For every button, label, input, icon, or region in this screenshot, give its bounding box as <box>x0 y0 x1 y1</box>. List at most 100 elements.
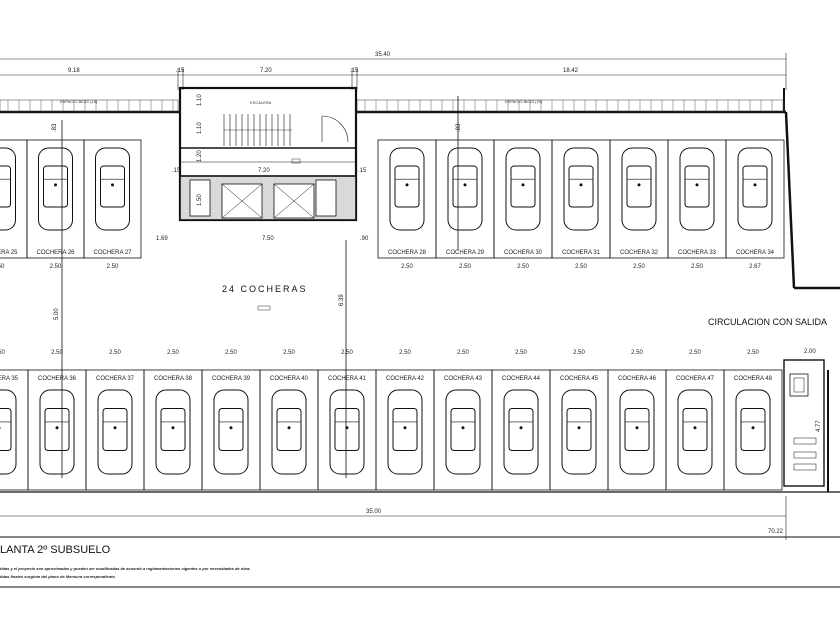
circulation-guides <box>61 96 459 478</box>
dim-circulation-depth: 5.00 <box>54 308 60 320</box>
capacity-symbol <box>257 305 271 311</box>
car-icon <box>621 147 657 231</box>
car-icon <box>445 389 481 475</box>
car-icon <box>679 147 715 231</box>
parking-stall: COCHERA 442.50 <box>491 350 551 491</box>
car-icon <box>38 147 73 231</box>
dim-total-bottom: 35.00 <box>366 509 382 515</box>
stall-label: COCHERA 34 <box>736 250 775 256</box>
car-icon <box>735 389 771 475</box>
stall-label: COCHERA 31 <box>562 250 601 256</box>
parking-stall: COCHERA 33 2.50 <box>667 139 727 270</box>
dim-service-width: 2.00 <box>804 349 816 355</box>
stall-width-dim: 2.50 <box>517 264 529 270</box>
car-icon <box>389 147 425 231</box>
stall-width-dim: 2.50 <box>631 350 643 356</box>
stall-label: COCHERA 30 <box>504 250 543 256</box>
dim-seg-right: 18.42 <box>563 68 579 74</box>
parking-stall: COCHERA 412.50 <box>317 350 377 491</box>
parking-stall: COCHERA 292.50 <box>435 139 495 270</box>
dim-core-bottom: 7.50 <box>262 236 274 242</box>
stall-width-dim: 2.50 <box>633 264 645 270</box>
stall-label: COCHERA 44 <box>502 376 541 382</box>
car-icon <box>329 389 365 475</box>
stall-label: COCHERA 40 <box>270 376 309 382</box>
stall-width-dim: 2.50 <box>341 350 353 356</box>
car-icon <box>619 389 655 475</box>
capacity-label: 24 COCHERAS <box>222 284 308 294</box>
dim-seg-gap2: .15 <box>350 68 359 74</box>
car-icon <box>39 389 75 475</box>
stall-width-dim: 2.50 <box>401 264 413 270</box>
dim-core-h2: 1.10 <box>197 122 203 134</box>
parking-stall: COCHERA 25 2.50 <box>0 139 28 270</box>
stair-treads <box>223 114 292 146</box>
stall-width-dim: 2.50 <box>399 350 411 356</box>
stall-row-top-left: COCHERA 25 2.50 COCHERA 26 2.50 COCHERA 27 2.… <box>0 139 142 270</box>
dim-core-h4: 1.50 <box>197 194 203 206</box>
stall-label: COCHERA 25 <box>0 250 18 256</box>
parking-stall: COCHERA 402.50 <box>259 350 319 491</box>
stall-label: COCHERA 47 <box>676 376 715 382</box>
dim-seg-left: 9.18 <box>68 68 80 74</box>
car-icon <box>271 389 307 475</box>
parking-stall: COCHERA 31 2.50 <box>551 139 611 270</box>
dim-core-left-gap: 1.69 <box>156 236 168 242</box>
car-icon <box>563 147 599 231</box>
stall-width-dim: 2.50 <box>107 264 119 270</box>
car-icon <box>0 147 16 231</box>
parking-stall: COCHERA 46 2.50 <box>607 350 667 491</box>
car-icon <box>97 389 133 475</box>
stall-label: COCHERA 33 <box>678 250 717 256</box>
parking-stall: COCHERA 392.50 <box>201 350 261 491</box>
stall-width-dim: 2.50 <box>50 264 62 270</box>
parking-stall: COCHERA 432.50 <box>433 350 493 491</box>
stall-label: COCHERA 46 <box>618 376 657 382</box>
parking-stall: COCHERA 482.50 <box>723 350 783 491</box>
stall-label: COCHERA 42 <box>386 376 425 382</box>
bike-rack-right <box>356 99 785 113</box>
stall-label: COCHERA 26 <box>36 250 75 256</box>
parking-stall: COCHERA 362.50 <box>27 350 87 491</box>
car-icon <box>95 147 130 231</box>
parking-stall: COCHERA 27 2.50 <box>83 139 142 270</box>
parking-stall: COCHERA 322.50 <box>609 139 669 270</box>
car-icon <box>503 389 539 475</box>
stall-width-dim: 2.50 <box>689 350 701 356</box>
bike-label-left: ESPACIO BICIS (15) <box>60 99 98 104</box>
top-dimension-chain <box>0 53 787 90</box>
car-icon <box>155 389 191 475</box>
stall-width-dim: 2.50 <box>691 264 703 270</box>
stall-label: COCHERA 48 <box>734 376 773 382</box>
stall-label: COCHERA 38 <box>154 376 193 382</box>
bike-rack-left <box>0 99 179 113</box>
stall-label: COCHERA 45 <box>560 376 599 382</box>
dim-bottom-right: 70.22 <box>768 529 784 535</box>
dim-row-depth-a: .83 <box>52 123 58 132</box>
dim-core-inner: 7.20 <box>258 168 270 174</box>
parking-stall: COCHERA 452.50 <box>549 350 609 491</box>
car-icon <box>0 389 17 475</box>
stall-width-dim: 2.50 <box>0 264 5 270</box>
dim-core-side-l: .15 <box>172 168 181 174</box>
stall-label: COCHERA 35 <box>0 376 19 382</box>
bike-rack-ticks <box>7 100 784 112</box>
stall-label: COCHERA 27 <box>93 250 132 256</box>
stair-core <box>178 86 358 222</box>
car-icon <box>213 389 249 475</box>
bottom-dimension-chain <box>0 496 787 540</box>
plan-note-2: tidas finales surgirán del plano de Mens… <box>0 574 116 579</box>
dim-circulation-depth-b: 6.39 <box>339 294 345 306</box>
stall-label: COCHERA 29 <box>446 250 485 256</box>
plan-title: LANTA 2º SUBSUELO <box>0 544 111 556</box>
dim-seg-gap1: .15 <box>176 68 185 74</box>
dim-core-right-gap: .90 <box>360 236 369 242</box>
parking-stall: COCHERA 342.67 <box>725 139 785 270</box>
dim-core-h1: 1.10 <box>197 94 203 106</box>
stall-label: COCHERA 37 <box>96 376 135 382</box>
car-icon <box>561 389 597 475</box>
dim-total-top: 35.40 <box>375 52 391 58</box>
parking-stall: COCHERA 382.50 <box>143 350 203 491</box>
stall-width-dim: 2.50 <box>575 264 587 270</box>
